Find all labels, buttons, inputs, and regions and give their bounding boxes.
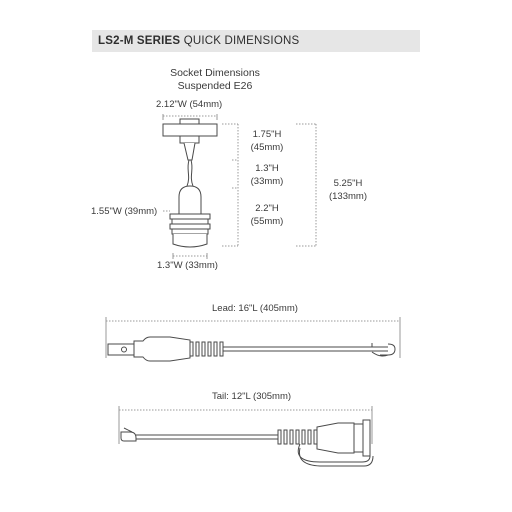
title-rest: QUICK DIMENSIONS <box>183 35 300 47</box>
dim-total-mm: (133mm) <box>328 191 367 202</box>
socket-illustration <box>162 114 218 259</box>
tail-cord-illustration <box>118 406 374 467</box>
page-title: LS2-M SERIES QUICK DIMENSIONS <box>98 35 299 47</box>
socket-title-line2: Suspended E26 <box>177 80 253 92</box>
socket-title-line1: Socket Dimensions <box>170 67 260 79</box>
dim-bot-in: 2.2"H <box>255 203 279 214</box>
socket-width-label: 1.55"W (39mm) <box>91 206 158 217</box>
dim-mid-mm: (33mm) <box>250 176 284 187</box>
canopy-width-label: 2.12"W (54mm) <box>156 99 223 110</box>
dim-top-in: 1.75"H <box>252 129 282 140</box>
dim-mid-in: 1.3"H <box>255 163 279 174</box>
lead-cord-illustration <box>105 317 401 362</box>
header-bar <box>92 30 420 52</box>
base-width-label: 1.3"W (33mm) <box>157 260 218 271</box>
tail-length-label: Tail: 12"L (305mm) <box>212 391 292 402</box>
dim-top-mm: (45mm) <box>250 142 284 153</box>
dim-bot-mm: (55mm) <box>250 216 284 227</box>
height-dimension-lines <box>222 123 317 247</box>
lead-length-label: Lead: 16"L (405mm) <box>212 303 298 314</box>
dim-total-in: 5.25"H <box>333 178 363 189</box>
series-label: LS2-M SERIES <box>98 35 181 47</box>
